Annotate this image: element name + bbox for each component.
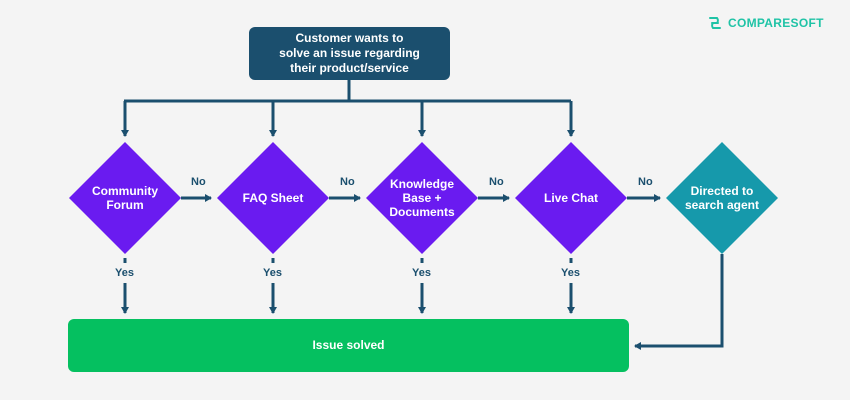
solved-node-text: Issue solved: [312, 338, 385, 352]
agent-node-text: Directed to search agent: [684, 184, 760, 212]
top-connectors: [121, 80, 575, 137]
decision-diamond-forum: [69, 142, 181, 254]
agent-diamond: [666, 142, 778, 254]
yes-label: Yes: [561, 267, 580, 279]
no-label: No: [638, 176, 653, 188]
yes-label: Yes: [412, 267, 431, 279]
no-label: No: [489, 176, 504, 188]
start-node-text: Customer wants to solve an issue regardi…: [279, 31, 420, 75]
no-label: No: [340, 176, 355, 188]
decision-diamond-chat: [515, 142, 627, 254]
comparesoft-logo-icon: [709, 17, 721, 29]
decision-diamond-faq: [217, 142, 329, 254]
agent-to-solved-connector: [634, 254, 724, 350]
comparesoft-logo: COMPARESOFT: [706, 16, 824, 30]
decision-text-forum: Community Forum: [92, 184, 158, 212]
no-label: No: [191, 176, 206, 188]
yes-label: Yes: [263, 267, 282, 279]
yes-connectors: [121, 258, 575, 314]
decision-text-faq: FAQ Sheet: [242, 191, 304, 205]
decision-text-chat: Live Chat: [543, 191, 598, 205]
logo-text: COMPARESOFT: [728, 16, 824, 30]
decision-diamond-kb: [366, 142, 478, 254]
solved-node-box: [68, 319, 629, 372]
start-node-box: [249, 27, 450, 80]
decision-text-kb: Knowledge Base + Documents: [389, 177, 455, 219]
yes-label: Yes: [115, 267, 134, 279]
